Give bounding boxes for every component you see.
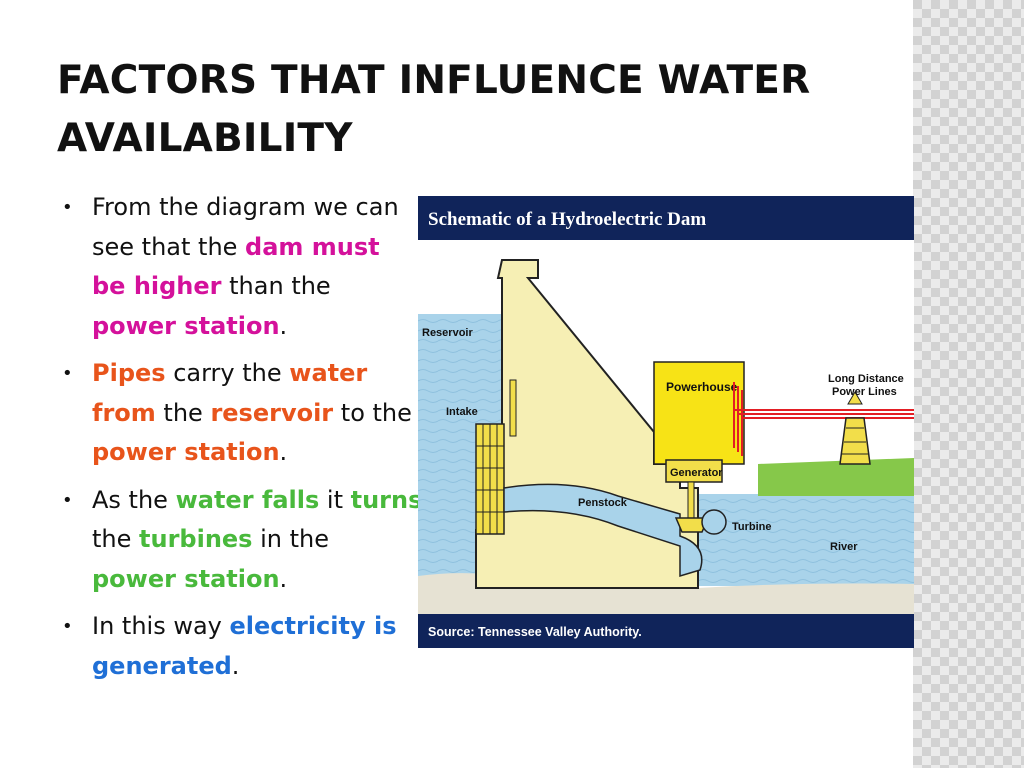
bullet-text: it	[319, 485, 351, 514]
power-lines-label-2: Power Lines	[832, 386, 897, 398]
bullet-line: power station.	[92, 307, 422, 347]
highlighted-text: from	[92, 398, 156, 427]
highlighted-text: water falls	[175, 485, 320, 514]
bullet-dot: •	[62, 197, 73, 218]
bullet-item: • From the diagram we can see that the dam…	[62, 188, 422, 346]
turbine	[674, 517, 710, 533]
diagram-header-bar	[418, 196, 914, 240]
bullet-dot: •	[62, 363, 73, 384]
bullet-line: As the water falls it turns	[92, 481, 422, 521]
bullet-line: power station.	[92, 560, 422, 600]
highlighted-text: water	[289, 359, 368, 387]
intake-label: Intake	[446, 406, 478, 418]
highlighted-text: reservoir	[210, 398, 334, 427]
diagram-footer: Source: Tennessee Valley Authority.	[428, 625, 642, 639]
bullet-text: in the	[252, 525, 329, 553]
reservoir-label: Reservoir	[422, 327, 473, 339]
bullet-line: generated.	[92, 647, 422, 687]
river-bank	[758, 458, 914, 496]
bullet-list: • From the diagram we can see that the dam…	[62, 188, 422, 694]
dam-schematic: Schematic of a Hydroelectric Dam Powerho…	[418, 196, 914, 648]
bullet-line: be higher than the	[92, 267, 422, 307]
transmission-tower-icon	[839, 391, 871, 465]
powerhouse	[653, 361, 745, 465]
bullet-line: Pipes carry the water	[92, 354, 422, 394]
bullet-text: .	[279, 564, 288, 593]
bullet-line: the turbines in the	[92, 520, 422, 560]
bullet-text: to the	[333, 398, 412, 427]
bullet-text: .	[279, 438, 288, 466]
slide-title: FACTORS THAT INFLUENCE WATER AVAILABILIT…	[57, 58, 811, 161]
highlighted-text: turbines	[139, 525, 253, 553]
power-lines-label-1: Long Distance	[828, 373, 904, 385]
bullet-text: see that the	[92, 232, 246, 261]
diagram-header: Schematic of a Hydroelectric Dam	[428, 209, 706, 230]
bullet-text: the	[92, 525, 140, 553]
bullet-line: from the reservoir to the	[92, 394, 422, 434]
bullet-text: In this way	[92, 612, 230, 640]
highlighted-text: generated	[92, 651, 232, 680]
diagram-footer-bar	[418, 614, 914, 648]
intake-grate	[475, 423, 505, 535]
highlighted-text: power station	[92, 438, 280, 466]
penstock-pipe	[503, 483, 703, 578]
highlighted-text: power station	[92, 564, 280, 593]
bullet-text: .	[279, 311, 288, 340]
highlighted-text: dam must	[245, 232, 380, 261]
highlighted-text: turns	[350, 485, 423, 514]
highlighted-text: electricity is	[229, 612, 397, 640]
bullet-text: carry the	[165, 359, 290, 387]
bullet-dot: •	[62, 616, 73, 637]
bullet-line: From the diagram we can	[92, 188, 422, 228]
powerhouse-label: Powerhouse	[666, 380, 738, 394]
power-lines	[733, 382, 914, 456]
highlighted-text: Pipes	[92, 359, 166, 387]
penstock-label: Penstock	[578, 497, 628, 509]
bullet-text: From the diagram we can	[92, 193, 399, 221]
river-label: River	[830, 541, 858, 553]
bullet-line: see that the dam must	[92, 228, 422, 268]
generator-label: Generator	[670, 467, 723, 479]
bullet-text: As the	[92, 485, 176, 514]
bullet-text: than the	[221, 272, 331, 300]
bullet-line: power station.	[92, 433, 422, 473]
highlighted-text: be higher	[92, 272, 222, 300]
decorative-sidebar	[913, 0, 1024, 768]
bullet-line: In this way electricity is	[92, 607, 422, 647]
bullet-text: the	[155, 398, 211, 427]
bullet-dot: •	[62, 489, 73, 511]
bullet-text: .	[231, 651, 240, 680]
turbine-label: Turbine	[732, 521, 772, 533]
highlighted-text: power station	[92, 311, 280, 340]
